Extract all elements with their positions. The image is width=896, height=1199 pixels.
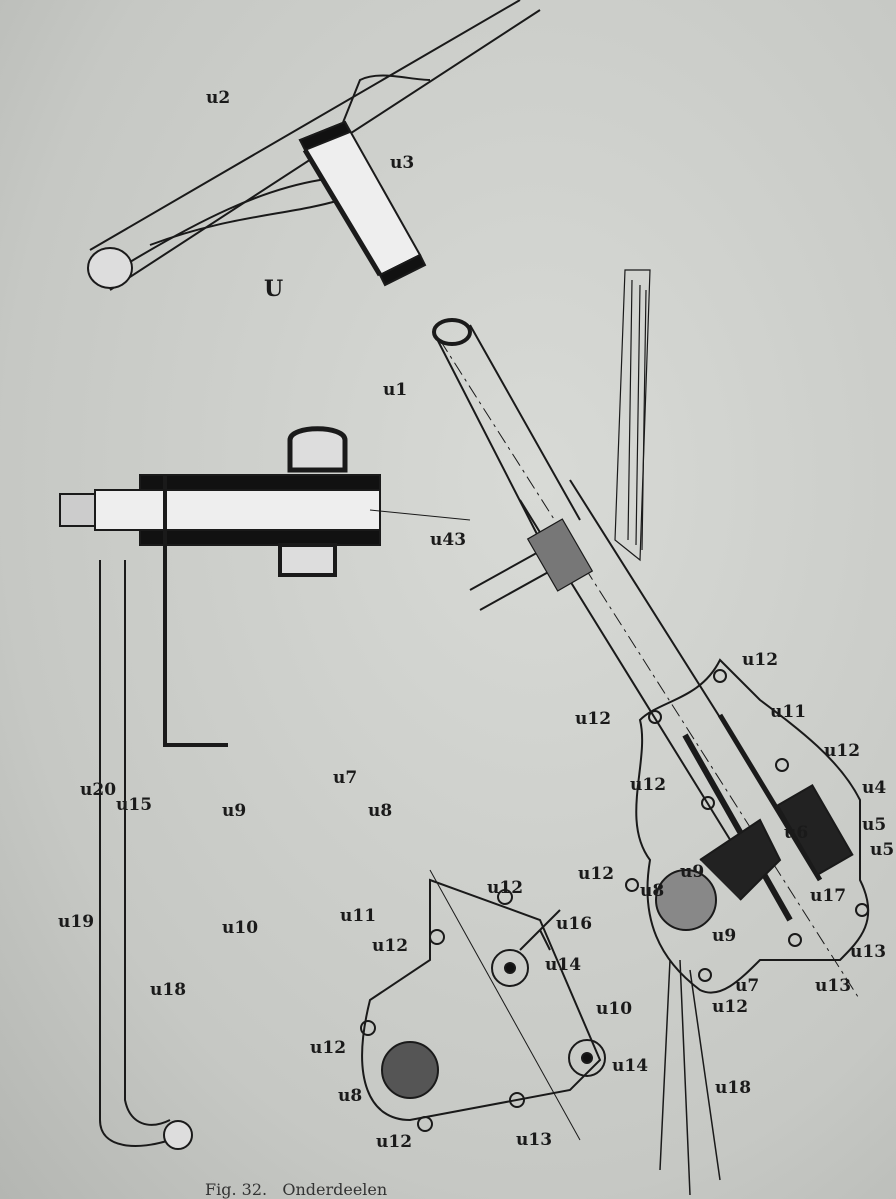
- label-u12: u12: [310, 1038, 347, 1058]
- label-u10: u10: [596, 999, 633, 1019]
- label-u11: u11: [340, 906, 377, 926]
- steering-box-section: [625, 658, 870, 1196]
- label-u18: u18: [715, 1078, 752, 1098]
- label-u12: u12: [372, 936, 409, 956]
- steering-box-side-view: [360, 869, 606, 1141]
- label-u8: u8: [338, 1086, 363, 1106]
- label-u12: u12: [376, 1132, 413, 1152]
- label-u4: u4: [862, 778, 887, 798]
- label-U: U: [264, 276, 284, 302]
- label-u18: u18: [150, 980, 187, 1000]
- label-u8: u8: [368, 801, 393, 821]
- label-u19: u19: [58, 912, 95, 932]
- label-u14: u14: [612, 1056, 649, 1076]
- label-u3: u3: [390, 153, 415, 173]
- label-u2: u2: [206, 88, 231, 108]
- figure-caption: Fig. 32. Onderdeelen: [205, 1180, 388, 1199]
- label-u9: u9: [222, 801, 247, 821]
- label-u7: u7: [333, 768, 358, 788]
- label-u20: u20: [80, 780, 117, 800]
- label-u5: u5: [870, 840, 895, 860]
- label-u9: u9: [712, 926, 737, 946]
- label-u14: u14: [545, 955, 582, 975]
- label-u15: u15: [116, 795, 153, 815]
- label-u12: u12: [630, 775, 667, 795]
- label-u12: u12: [578, 864, 615, 884]
- label-u10: u10: [222, 918, 259, 938]
- label-u12: u12: [742, 650, 779, 670]
- label-u12: u12: [712, 997, 749, 1017]
- label-u8: u8: [640, 881, 665, 901]
- label-u5: u5: [862, 815, 887, 835]
- label-u12: u12: [824, 741, 861, 761]
- label-u16: u16: [556, 914, 593, 934]
- label-u13: u13: [815, 976, 852, 996]
- label-u12: u12: [575, 709, 612, 729]
- steering-wheel: [87, 0, 541, 291]
- label-u9: u9: [680, 862, 705, 882]
- label-u1: u1: [383, 380, 408, 400]
- dashboard-plank: [469, 269, 651, 611]
- label-u13: u13: [850, 942, 887, 962]
- drop-arm-shaft-section: [59, 426, 471, 1150]
- label-u17: u17: [810, 886, 847, 906]
- label-u43: u43: [430, 530, 467, 550]
- label-u13: u13: [516, 1130, 553, 1150]
- label-u6: u6: [784, 823, 809, 843]
- label-u7: u7: [735, 976, 760, 996]
- label-u12: u12: [487, 878, 524, 898]
- label-u11: u11: [770, 702, 807, 722]
